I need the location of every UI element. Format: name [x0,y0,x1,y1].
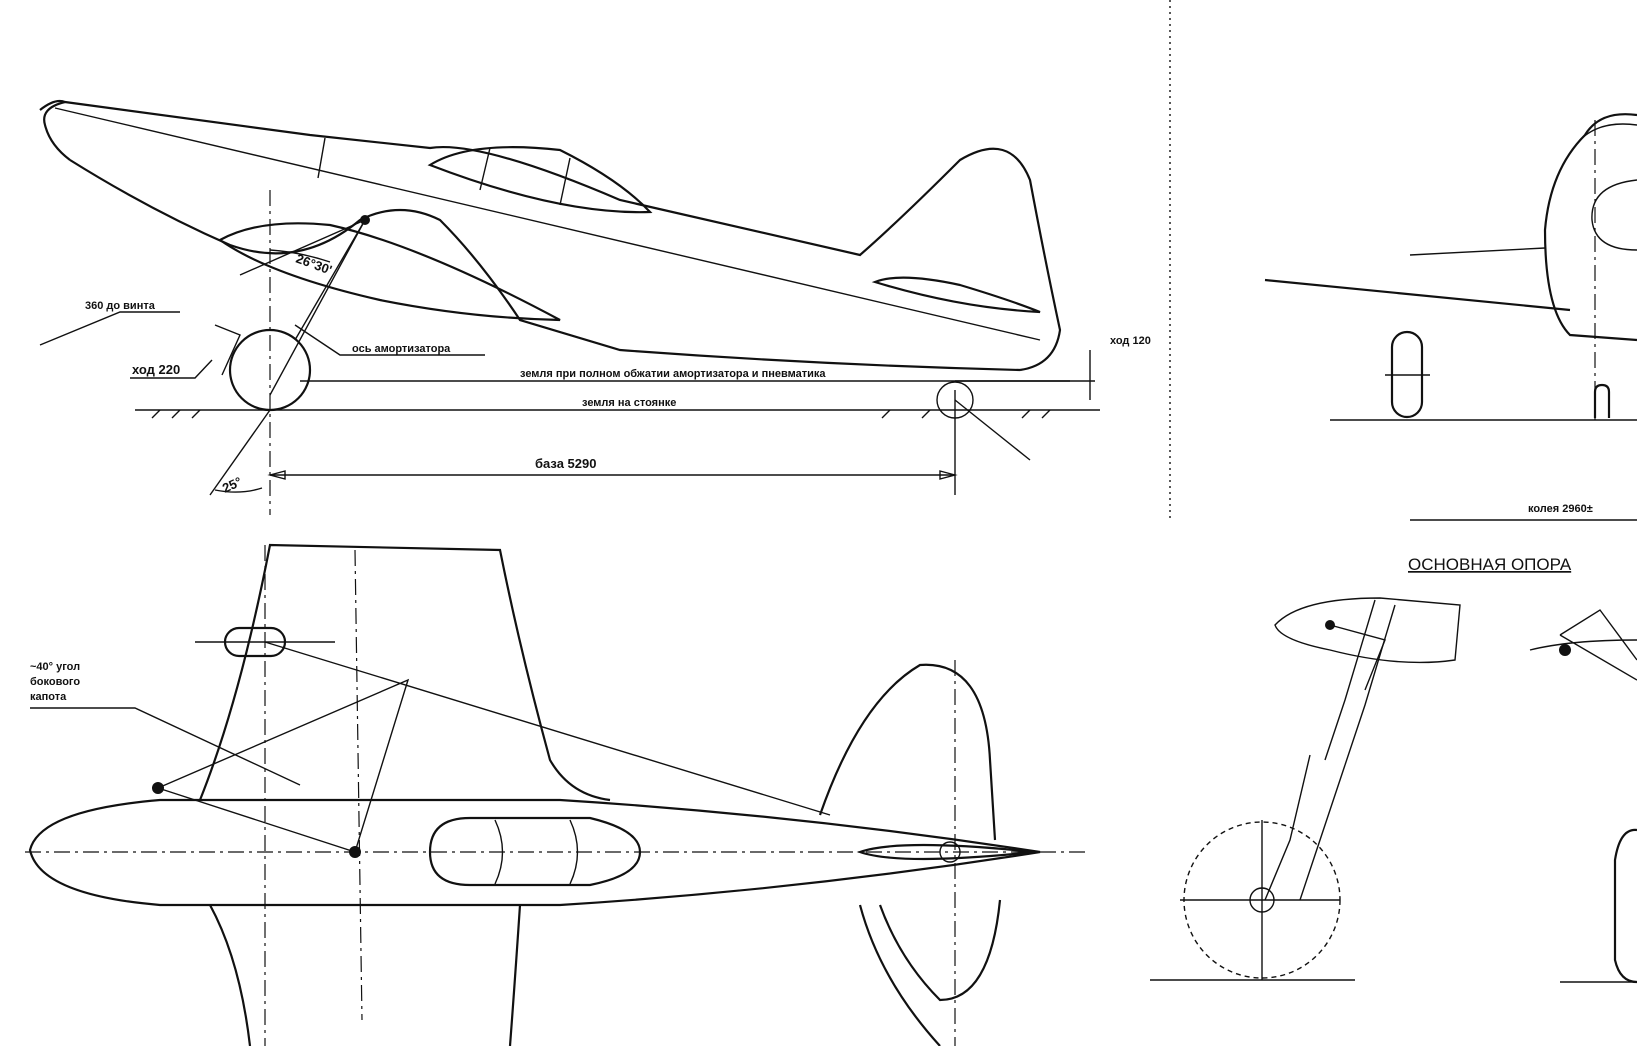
side-fuselage-bottom [69,159,1021,372]
front-wing-2 [1409,247,1546,256]
label-propeller-clearance: 360 до винта [85,300,156,312]
gear-brace [1329,624,1386,691]
side-leader-prop [39,311,180,346]
side-canopy-frame-1 [479,147,491,191]
plan-tail-upper [818,663,997,841]
side-wheelbase-arrows [267,470,958,480]
side-leader-shock-axis [294,324,485,356]
label-angle-shock: 26°30' [294,251,334,278]
gear-detail-right [1529,609,1637,681]
side-angle-arc-shock [269,249,331,263]
label-main-gear-title: ОСНОВНАЯ ОПОРА [1408,555,1572,574]
plan-canopy-frame-2 [569,819,579,885]
plan-wing [198,543,611,802]
front-wing [1264,278,1571,312]
plan-strut-vertical [354,549,363,1021]
side-tail-strut [954,399,1031,461]
side-strut-brace [239,219,366,276]
label-cowling-angle-1: ~40° угол [30,661,80,673]
side-shock-strut [269,219,366,396]
side-angle-line-ground [209,409,271,496]
label-stroke-main: ход 220 [132,362,180,377]
label-cowling-angle-3: капота [30,691,67,703]
plan-tail-wheel [939,841,961,863]
main-gear-detail [1150,597,1637,984]
side-fuselage-datum [54,107,1041,341]
side-shock-strut-2 [294,219,366,341]
side-leader-stroke [130,359,213,379]
gear-brace-joint [1325,620,1335,630]
front-engine-circle [1591,179,1637,251]
side-wing [217,222,561,322]
plan-pivot-2 [349,846,361,858]
gear-detail-right-joint [1559,644,1571,656]
plan-tail-cone [856,843,1036,861]
side-angle-arc-ground [214,487,263,493]
plan-leader-cowling [30,707,301,786]
plan-canopy-frame-1 [494,819,504,885]
plan-retract-lines [157,641,831,853]
front-tail-wheel [1593,383,1611,418]
side-view: 360 до винта ход 220 ось амортизатора 26… [39,99,1151,515]
gear-wing-section [1274,597,1461,664]
plan-tail-lower [878,899,1002,1002]
front-view: колея 2960± ОСНОВНАЯ ОПОРА [1264,113,1637,574]
side-canopy-frame-2 [559,157,571,206]
label-track: колея 2960± [1528,503,1593,515]
gear-axle-lines [1180,820,1340,980]
plan-fuselage [28,798,1041,907]
label-ground-parked: земля на стоянке [582,397,676,409]
plan-pivot-1 [152,782,164,794]
plan-canopy [428,816,642,887]
side-strut-pivot [360,215,370,225]
plan-view: ~40° угол бокового капота [25,543,1085,1046]
gear-detail-right-wheel [1613,828,1637,984]
side-tail-stroke-dim [955,350,1095,400]
side-fuselage-top [39,99,1062,372]
label-cowling-angle-2: бокового [30,676,80,688]
label-stroke-tail: ход 120 [1110,335,1151,347]
side-nose [43,100,71,161]
side-canopy [427,146,653,214]
gear-strut-lower [1264,754,1346,901]
front-fuselage [1543,113,1637,342]
label-wheelbase: база 5290 [535,456,596,471]
gear-strut-upper [1324,599,1396,766]
side-stroke-dim [214,324,241,376]
label-ground-compressed: земля при полном обжатии амортизатора и … [520,368,826,380]
side-ground-hatch [151,409,1051,419]
front-canopy [1579,123,1637,141]
plan-wing-lower [209,904,941,1046]
side-cowl-frame [317,137,326,179]
label-shock-axis: ось амортизатора [352,343,451,355]
side-tailplane [871,276,1041,314]
